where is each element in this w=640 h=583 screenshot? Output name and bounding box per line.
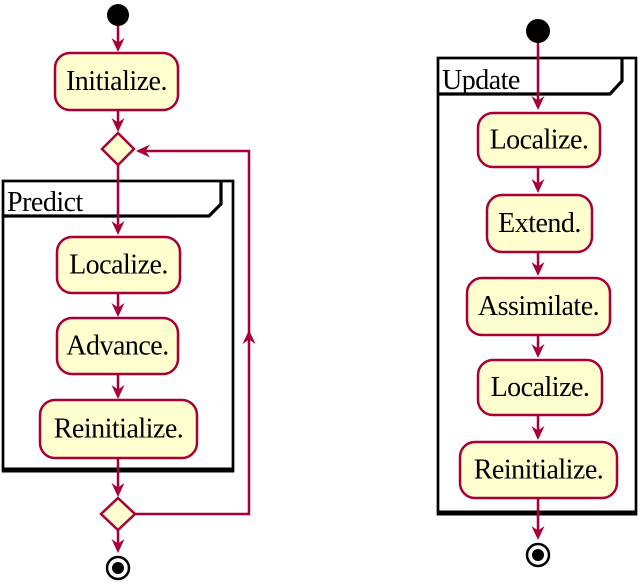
- action-extend-label: Extend.: [498, 208, 581, 239]
- action-extend: [485, 193, 594, 254]
- arrowhead-down-icon: [111, 483, 125, 497]
- predict-activity-diagram: Initialize. Predict Localize. Advance.: [1, 4, 256, 581]
- action-advance-label: Advance.: [66, 331, 169, 362]
- arrowhead-down-icon: [531, 96, 545, 110]
- arrowhead-down-icon: [531, 426, 545, 440]
- action-initialize-label: Initialize.: [66, 66, 167, 97]
- start-node: [107, 4, 129, 26]
- update-frame-title: Update: [442, 65, 520, 96]
- decision-diamond-bottom: [99, 496, 137, 532]
- update-activity-diagram: Update Localize. Extend. Assimilate.: [436, 19, 638, 568]
- decision-diamond-top: [100, 131, 136, 167]
- arrowhead-down-icon: [531, 262, 545, 276]
- arrowhead-up-icon: [242, 330, 256, 344]
- arrowhead-down-icon: [531, 179, 545, 193]
- action-initialize: [53, 51, 180, 112]
- final-node-inner: [112, 562, 124, 574]
- action-localize-2: [476, 358, 604, 417]
- arrowhead-down-icon: [111, 38, 125, 52]
- arrowhead-down-icon: [111, 385, 125, 399]
- start-node: [526, 19, 550, 43]
- arrowhead-down-icon: [111, 221, 125, 235]
- action-localize-2-label: Localize.: [491, 372, 590, 403]
- update-frame-tab: [438, 58, 624, 96]
- arrowhead-down-icon: [111, 303, 125, 317]
- arrowhead-down-icon: [111, 539, 125, 553]
- predict-frame-tab: [3, 181, 223, 218]
- arrowhead-left-icon: [136, 144, 150, 158]
- predict-frame-title: Predict: [7, 187, 84, 218]
- action-reinitialize-2-label: Reinitialize.: [474, 455, 604, 486]
- arrowhead-down-icon: [531, 526, 545, 540]
- action-localize-1-label: Localize.: [490, 125, 589, 156]
- action-reinitialize-label: Reinitialize.: [54, 414, 184, 445]
- arrowhead-down-icon: [531, 344, 545, 358]
- arrowhead-down-icon: [111, 118, 125, 132]
- action-localize-label: Localize.: [69, 250, 168, 281]
- final-node-inner: [532, 549, 544, 561]
- action-assimilate-label: Assimilate.: [478, 291, 599, 322]
